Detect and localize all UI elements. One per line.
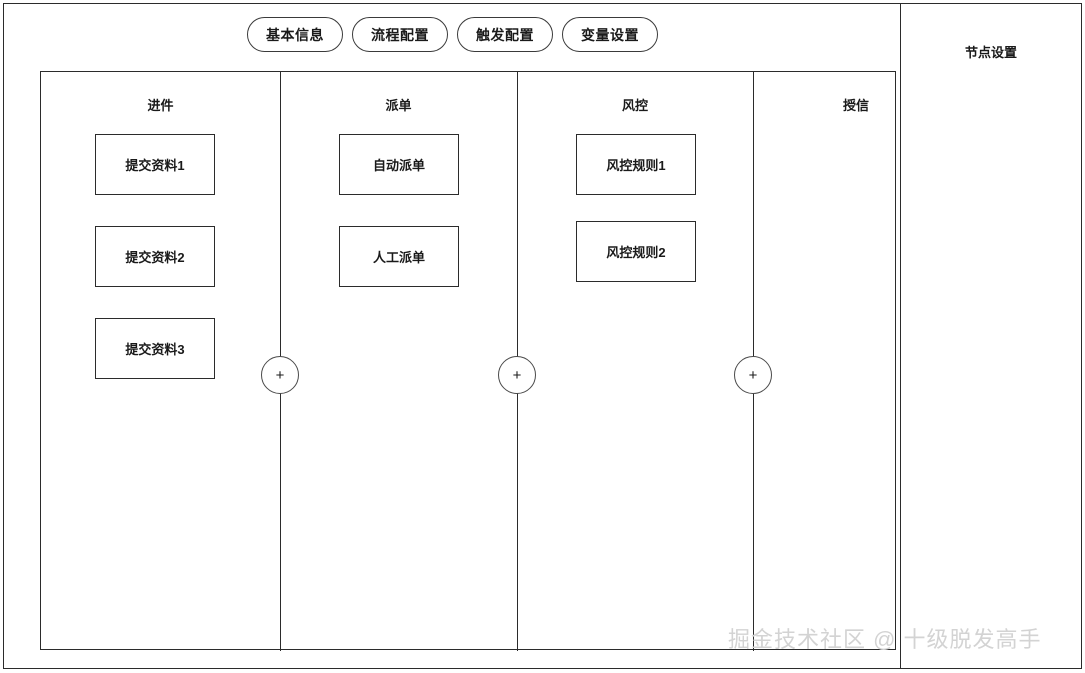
add-node-button-2[interactable]: + <box>498 356 536 394</box>
lane-shouxin: 授信 <box>753 72 897 651</box>
tab-trigger-config[interactable]: 触发配置 <box>457 17 553 52</box>
node-risk-rule-2[interactable]: 风控规则2 <box>576 221 696 282</box>
lane-title-fengkong: 风控 <box>621 98 648 113</box>
add-node-button-1[interactable]: + <box>261 356 299 394</box>
lane-title-paidan: 派单 <box>385 98 412 113</box>
tab-basic-info[interactable]: 基本信息 <box>247 17 343 52</box>
tab-flow-config[interactable]: 流程配置 <box>352 17 448 52</box>
lane-title-jinjian: 进件 <box>147 98 174 113</box>
add-node-button-3[interactable]: + <box>734 356 772 394</box>
lane-container: 进件 提交资料1 提交资料2 提交资料3 派单 自动派单 人工派单 风控 风控规… <box>41 72 897 651</box>
flow-board: 进件 提交资料1 提交资料2 提交资料3 派单 自动派单 人工派单 风控 风控规… <box>40 71 897 651</box>
node-risk-rule-1[interactable]: 风控规则1 <box>576 134 696 195</box>
lane-paidan: 派单 自动派单 人工派单 <box>280 72 517 651</box>
tab-variable-config[interactable]: 变量设置 <box>562 17 658 52</box>
node-submit-material-2[interactable]: 提交资料2 <box>95 226 215 287</box>
lane-title-shouxin: 授信 <box>842 98 869 113</box>
lane-fengkong: 风控 风控规则1 风控规则2 <box>517 72 753 651</box>
node-settings-panel: 节点设置 <box>900 3 1082 669</box>
node-submit-material-3[interactable]: 提交资料3 <box>95 318 215 379</box>
node-settings-title: 节点设置 <box>964 45 1017 60</box>
tab-bar: 基本信息 流程配置 触发配置 变量设置 <box>4 17 901 52</box>
flow-board-right-edge <box>895 71 896 650</box>
node-submit-material-1[interactable]: 提交资料1 <box>95 134 215 195</box>
node-auto-dispatch[interactable]: 自动派单 <box>339 134 459 195</box>
node-manual-dispatch[interactable]: 人工派单 <box>339 226 459 287</box>
lane-jinjian: 进件 提交资料1 提交资料2 提交资料3 <box>41 72 280 651</box>
